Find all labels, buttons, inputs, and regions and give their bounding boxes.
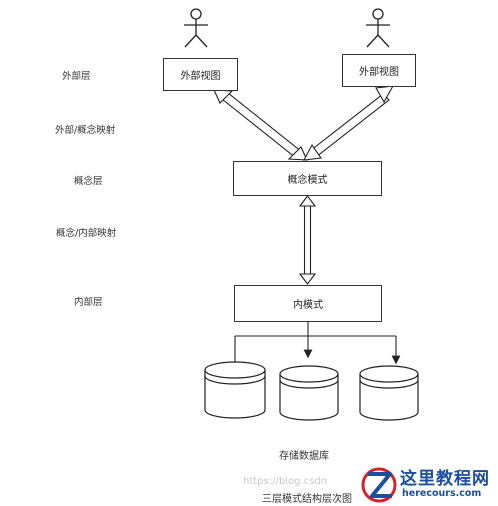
watermark-logo-name: 这里教程网 (400, 469, 490, 489)
external-view-left-box: 外部视图 (163, 58, 238, 91)
watermark-logo-url: herecours.com (402, 488, 482, 499)
internal-schema-box: 内模式 (234, 285, 382, 322)
database-icon-2 (279, 365, 339, 421)
layer-label-external: 外部层 (62, 71, 91, 82)
figure-title-caption: 三层模式结构层次图 (262, 494, 352, 505)
mapping-arrow-vertical (298, 195, 317, 285)
database-icon-3 (359, 365, 419, 421)
database-icon-1 (204, 361, 266, 419)
user-left-icon (184, 8, 208, 48)
watermark-logo-icon (361, 467, 397, 503)
storage-database-caption: 存储数据库 (279, 451, 329, 462)
mapping-arrow-right (303, 85, 395, 161)
conceptual-schema-box: 概念模式 (233, 161, 382, 196)
layer-label-conceptual: 概念层 (74, 176, 103, 187)
user-right-icon (366, 8, 390, 48)
external-view-right-box: 外部视图 (342, 54, 416, 87)
storage-connectors (234, 322, 401, 365)
mapping-arrow-left (213, 89, 308, 161)
watermark-url-text: https://blog.csdn (243, 476, 328, 487)
layer-label-conceptual-internal-mapping: 概念/内部映射 (56, 228, 117, 239)
layer-label-external-conceptual-mapping: 外部/概念映射 (55, 125, 116, 136)
layer-label-internal: 内部层 (74, 297, 103, 308)
